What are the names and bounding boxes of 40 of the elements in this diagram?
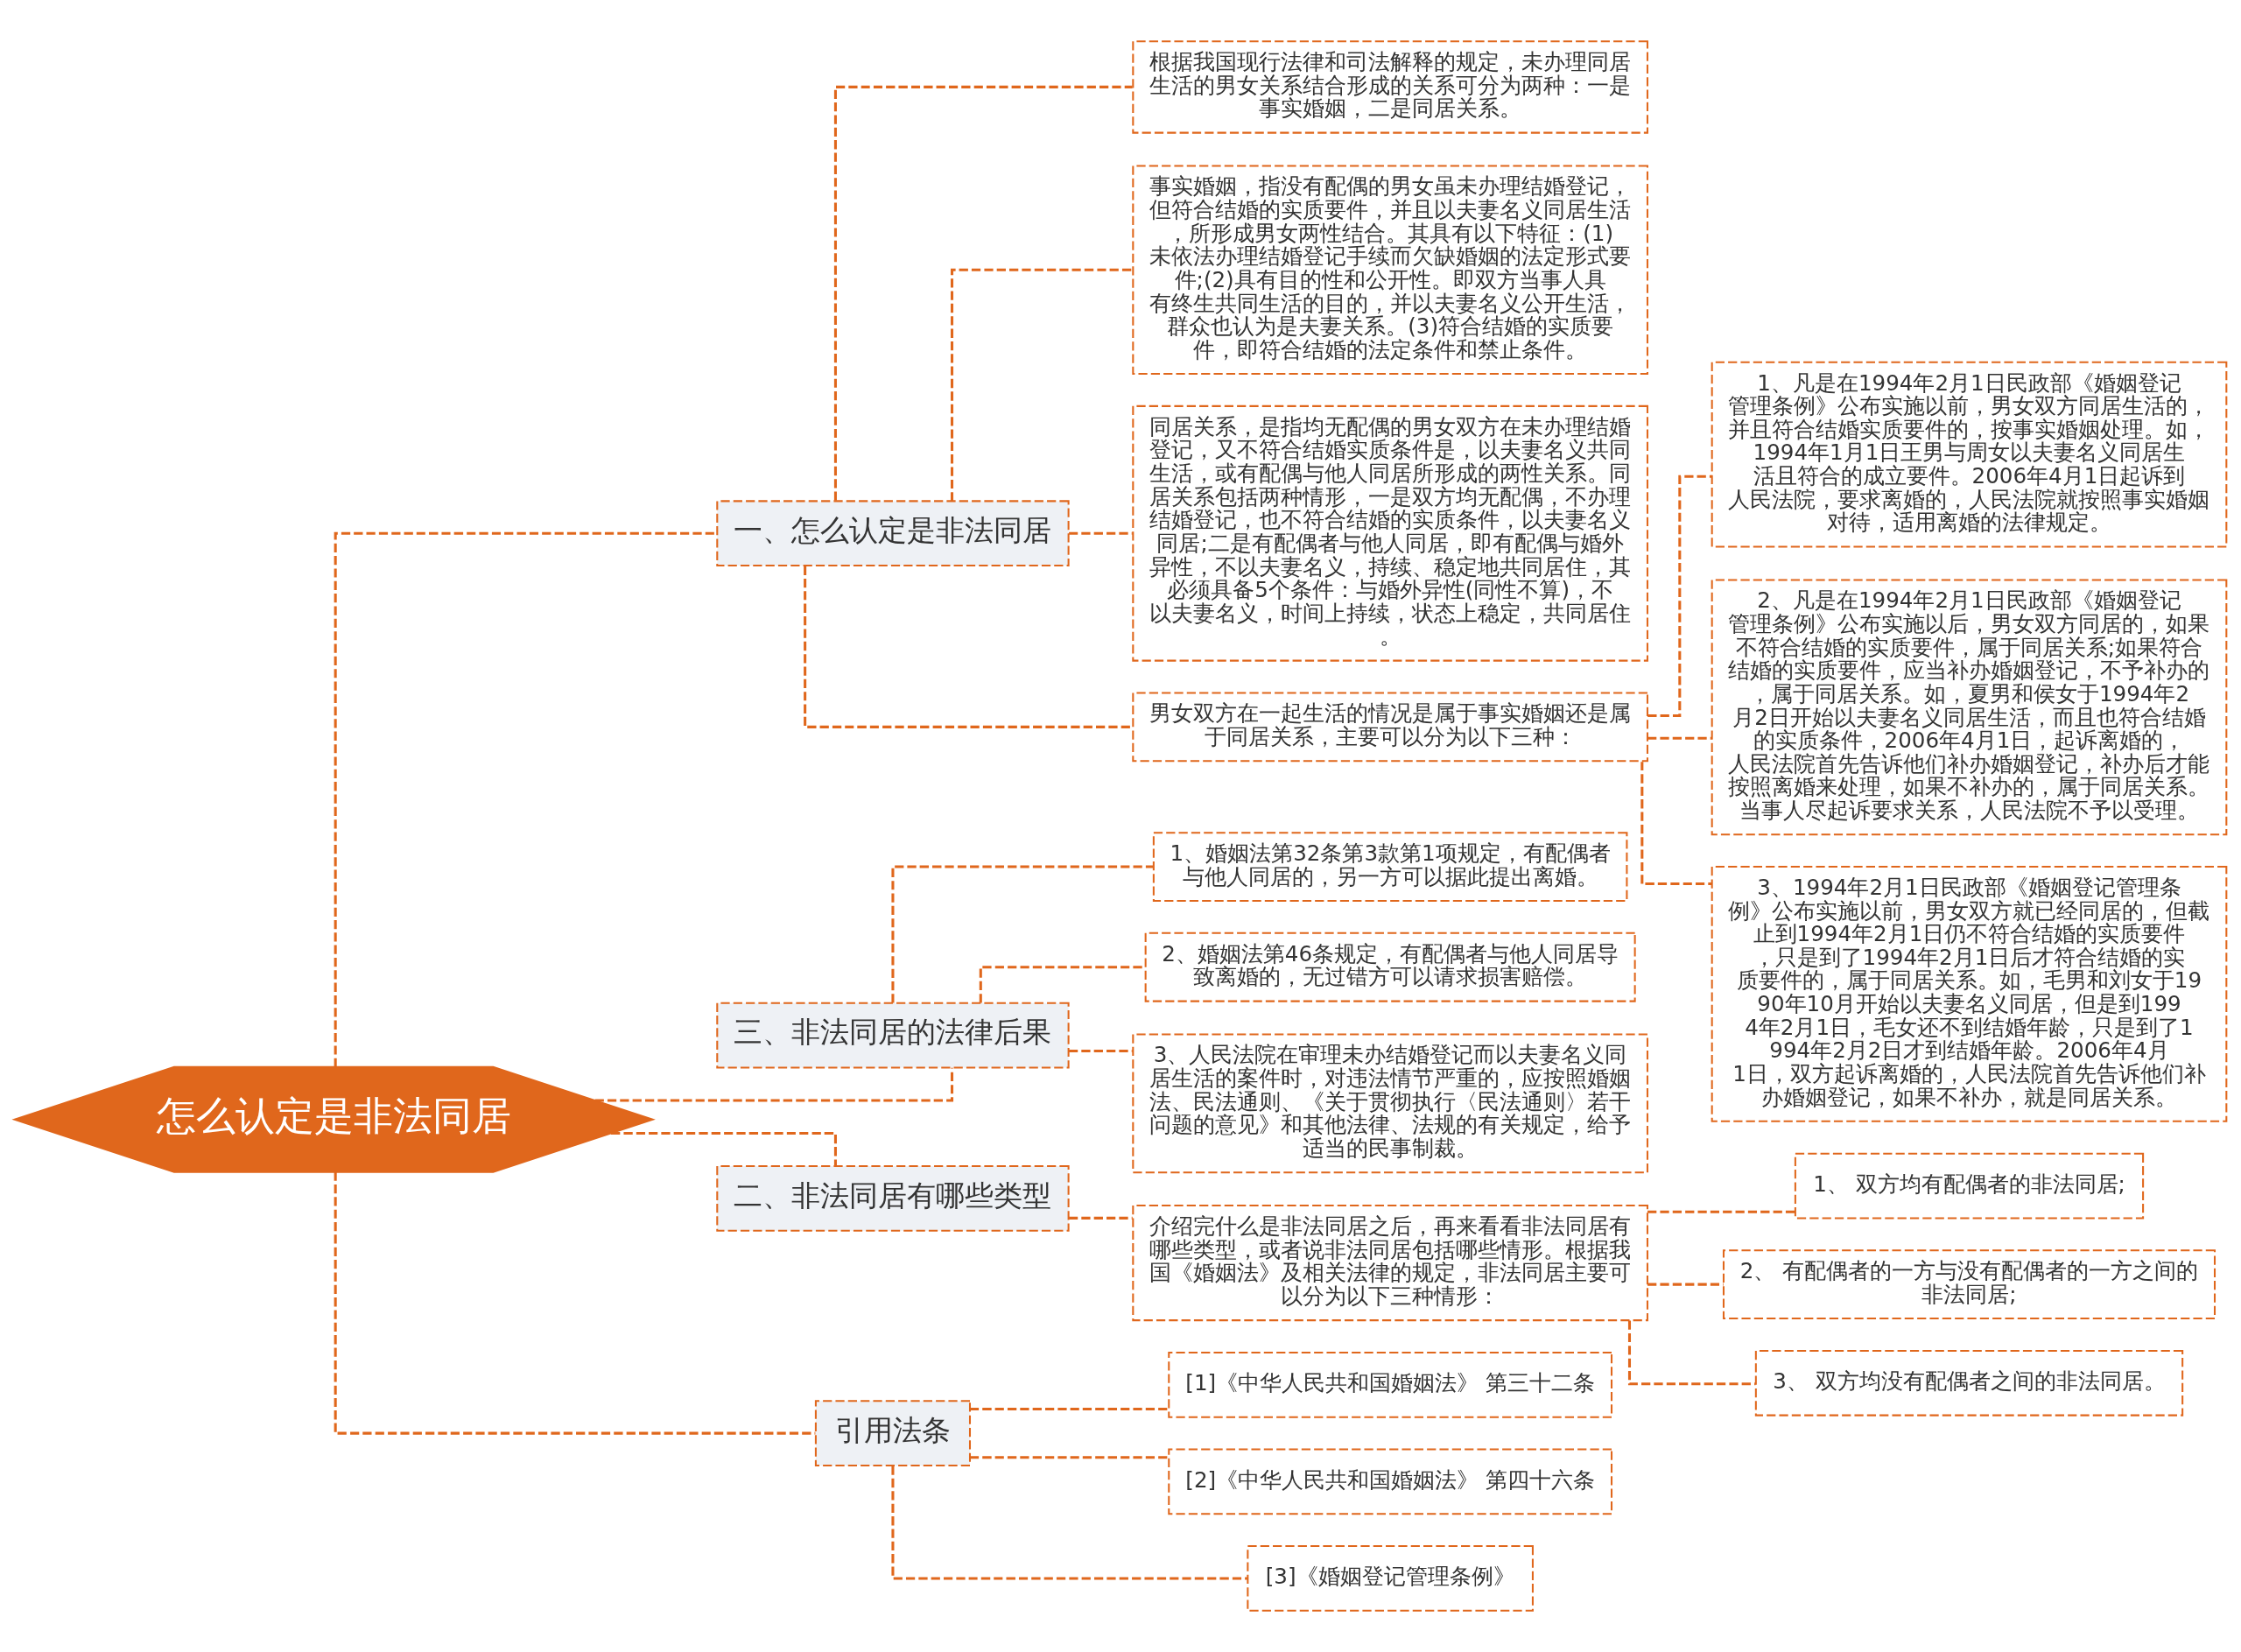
connector [1069,1216,1133,1220]
connector [970,1456,1170,1459]
connector [970,1407,1170,1410]
node-box: 1、凡是在1994年2月1日民政部《婚姻登记管理条例》公布实施以前，男女双方同居生活的，并且符合结婚实质要件的，按事实婚姻处理。如，1994年1月1日王男与周女以夫妻名义同居生活且符合的成立要件。2006年4月1日起诉到人民法院，要求离婚的，人民法院就按照事实婚姻对待，适用离婚的法律规定。 [1711,361,2228,548]
node-box: 1、 双方均有配偶者的非法同居; [1794,1152,2145,1220]
node-box: 介绍完什么是非法同居之后，再来看看非法同居有哪些类型，或者说非法同居包括哪些情形。根据我国《婚姻法》及相关法律的规定，非法同居主要可以分为以下三种情形： [1132,1205,1648,1322]
connector [804,566,1133,728]
node-box: 2、婚姻法第46条规定，有配偶者与他人同居导致离婚的，无过错方可以请求损害赔偿。 [1144,931,1636,1002]
node-box: 2、 有配偶者的一方与没有配偶者的一方之间的非法同居; [1722,1249,2216,1320]
connector [891,865,1154,1003]
connector [1069,1049,1133,1052]
connector [1640,762,1712,886]
connector [334,531,717,1067]
connector [1647,475,1712,717]
connector [1647,1283,1724,1286]
node-box: 1、婚姻法第32条第3款第1项规定，有配偶者与他人同居的，另一方可以据此提出离婚。 [1152,832,1628,902]
node-box: 三、非法同居的法律后果 [716,1002,1070,1069]
node-box: 同居关系，是指均无配偶的男女双方在未办理结婚登记，又不符合结婚实质条件是，以夫妻名义共同生活，或有配偶与他人同居所形成的两性关系。同居关系包括两种情形，一是双方均无配偶，不办理结婚登记，也不符合结婚的实质条件，以夫妻名义同居;二是有配偶者与他人同居，即有配偶与婚外异性，不以夫妻名义，持续、稳定地共同居住，其必须具备5个条件：与婚外异性(同性不算)，不以夫妻名义，时间上持续，状态上稳定，共同居住。 [1132,404,1648,662]
connector [1069,531,1133,535]
connector [1647,1210,1795,1213]
connector [611,1131,837,1166]
connector [833,85,1133,501]
node-box: 事实婚姻，指没有配偶的男女虽未办理结婚登记，但符合结婚的实质要件，并且以夫妻名义同居生活，所形成男女两性结合。其具有以下特征：(1)未依法办理结婚登记手续而欠缺婚姻的法定形式要件;(2)具有目的性和公开性。即双方当事人具有终生共同生活的目的，并以夫妻名义公开生活，群众也认为是夫妻关系。(3)符合结婚的实质要件，即符合结婚的法定条件和禁止条件。 [1132,165,1648,376]
node-box: 引用法条 [814,1400,972,1466]
node-box: 男女双方在一起生活的情况是属于事实婚姻还是属于同居关系，主要可以分为以下三种： [1132,692,1648,763]
node-box: 2、凡是在1994年2月1日民政部《婚姻登记管理条例》公布实施以后，男女双方同居的，如果不符合结婚的实质要件，属于同居关系;如果符合结婚的实质要件，应当补办婚姻登记，不予补办的，属于同居关系。如，夏男和侯女于1994年2月2日开始以夫妻名义同居生活，而且也符合结婚的实质条件，2006年4月1日，起诉离婚的，人民法院首先告诉他们补办婚姻登记，补办后才能按照离婚来处理，如果不补办的，属于同居关系。当事人尽起诉要求关系，人民法院不予以受理。 [1711,579,2228,836]
connector [951,268,1134,502]
node-box: [3]《婚姻登记管理条例》 [1247,1545,1534,1612]
node-box: 一、怎么认定是非法同居 [716,500,1070,567]
node-box: [2]《中华人民共和国婚姻法》 第四十六条 [1168,1448,1613,1515]
connector [891,1466,1248,1580]
node-box: 根据我国现行法律和司法解释的规定，未办理同居生活的男女关系结合形成的关系可分为两种：一是事实婚姻，二是同居关系。 [1132,40,1648,134]
node-box: 3、人民法院在审理未办结婚登记而以夫妻名义同居生活的案件时，对违法情节严重的，应按照婚姻法、民法通则、《关于贯彻执行〈民法通则〉若干问题的意见》和其他法律、法规的有关规定，给予适当的民事制裁。 [1132,1033,1648,1174]
node-box: 3、1994年2月1日民政部《婚姻登记管理条例》公布实施以前，男女双方就已经同居的，但截止到1994年2月1日仍不符合结婚的实质要件，只是到了1994年2月1日后才符合结婚的实质要件的，属于同居关系。如，毛男和刘女于1990年10月开始以夫妻名义同居，但是到1994年2月1日，毛女还不到结婚年龄，只是到了1994年2月2日才到结婚年龄。2006年4月1日，双方起诉离婚的，人民法院首先告诉他们补办婚姻登记，如果不补办，就是同居关系。 [1711,866,2228,1122]
node-box: 二、非法同居有哪些类型 [716,1165,1070,1232]
node-box: [1]《中华人民共和国婚姻法》 第三十二条 [1168,1351,1613,1418]
connector [334,1171,816,1435]
connector [1627,1320,1756,1386]
connector [1647,736,1712,740]
node-box: 3、 双方均没有配偶者之间的非法同居。 [1754,1349,2184,1417]
